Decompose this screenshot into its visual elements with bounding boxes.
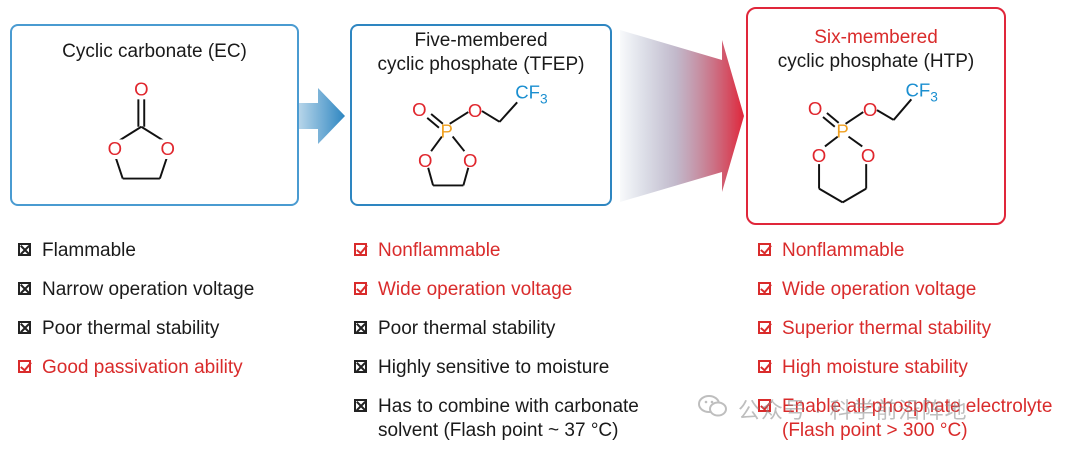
cross-box-icon: [18, 243, 31, 256]
check-box-icon: [758, 399, 771, 412]
cross-box-icon: [18, 282, 31, 295]
check-box-icon: [354, 243, 367, 256]
list-item-text: Poor thermal stability: [378, 318, 556, 339]
check-box-icon: [354, 282, 367, 295]
check-box-icon: [758, 321, 771, 334]
tfep-molecule-structure: O P O O O CF3: [412, 81, 548, 187]
oxygen-atom: O: [463, 150, 477, 171]
oxygen-atom: O: [412, 99, 426, 120]
wechat-icon: [698, 395, 727, 417]
panel-title-line2: cyclic phosphate (HTP): [777, 51, 975, 72]
oxygen-atom: O: [108, 138, 122, 159]
watermark: 公众号 · 科学前沿阵地: [698, 390, 1080, 424]
panel-title-line1: Six-membered: [814, 27, 938, 48]
list-item-text: High moisture stability: [782, 357, 968, 378]
cf3-group: CF3: [905, 79, 938, 104]
ec-molecule-structure: O O O: [105, 78, 178, 180]
oxygen-atom: O: [468, 100, 482, 121]
list-item-text: Wide operation voltage: [782, 279, 977, 300]
oxygen-atom: O: [812, 145, 827, 166]
list-item-text: Poor thermal stability: [42, 318, 220, 339]
phosphorus-atom: P: [441, 120, 453, 141]
watermark-text: 公众号 · 科学前沿阵地: [738, 398, 968, 423]
cf3-group: CF3: [515, 81, 548, 106]
list-item-text: Nonflammable: [782, 240, 905, 261]
panel-tfep: Five-membered cyclic phosphate (TFEP) O …: [350, 24, 612, 206]
list-item-text: Enable all-phosphate electrolyte: [782, 396, 1053, 417]
cross-box-icon: [354, 399, 367, 412]
red-gradient-arrow: [620, 30, 744, 202]
check-box-icon: [758, 360, 771, 373]
list-item-text: Superior thermal stability: [782, 318, 992, 339]
list-item-text: Flammable: [42, 240, 136, 261]
list-item-text: Wide operation voltage: [378, 279, 573, 300]
oxygen-atom: O: [160, 138, 174, 159]
list-item-text: Highly sensitive to moisture: [378, 357, 610, 378]
cross-box-icon: [354, 321, 367, 334]
panel-title-line2: cyclic phosphate (TFEP): [377, 54, 585, 75]
cross-box-icon: [18, 321, 31, 334]
panel-title-line1: Five-membered: [414, 30, 548, 51]
check-box-icon: [758, 282, 771, 295]
list-item-text: Nonflammable: [378, 240, 501, 261]
oxygen-atom: O: [863, 99, 878, 120]
cross-box-icon: [354, 360, 367, 373]
panel-htp: Six-membered cyclic phosphate (HTP) O P …: [746, 7, 1006, 225]
oxygen-atom: O: [808, 98, 823, 119]
list-item-text-line2: (Flash point > 300 °C): [782, 420, 968, 441]
list-item-text: Has to combine with carbonate: [378, 396, 639, 417]
phosphorus-atom: P: [836, 121, 848, 142]
list-item-text: Narrow operation voltage: [42, 279, 255, 300]
panel-title: Cyclic carbonate (EC): [62, 41, 247, 62]
check-box-icon: [758, 243, 771, 256]
check-box-icon: [18, 360, 31, 373]
list-item-text: Good passivation ability: [42, 357, 243, 378]
oxygen-atom: O: [418, 150, 432, 171]
panel-ec: Cyclic carbonate (EC) O O O: [10, 24, 299, 206]
oxygen-atom: O: [861, 145, 876, 166]
htp-molecule-structure: O P O O O CF3: [808, 79, 938, 204]
list-item-text-line2: solvent (Flash point ~ 37 °C): [378, 420, 619, 441]
oxygen-atom: O: [134, 78, 148, 99]
